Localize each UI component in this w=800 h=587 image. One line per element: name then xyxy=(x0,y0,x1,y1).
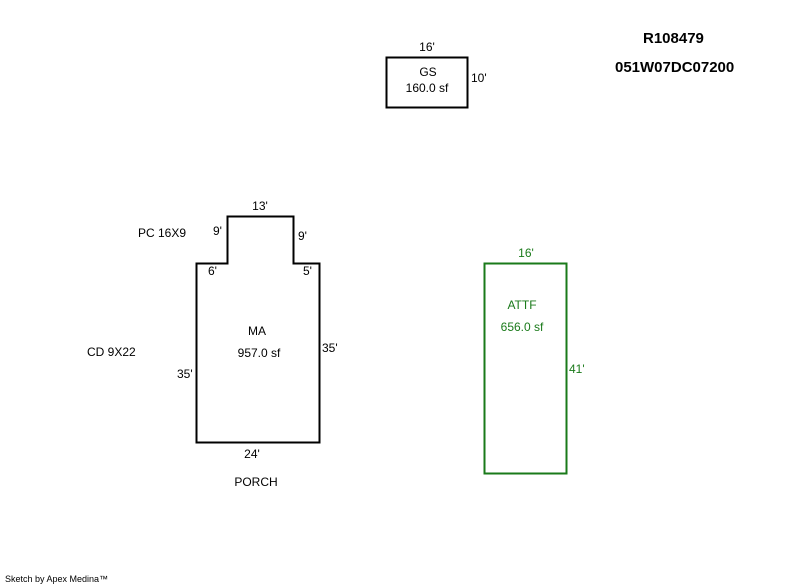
gs-outline[interactable] xyxy=(385,56,469,109)
ma-code: MA xyxy=(248,324,266,338)
gs-dim-top: 16' xyxy=(419,40,435,54)
ma-dim-bottom: 24' xyxy=(244,447,260,461)
attf-dim-top: 16' xyxy=(518,246,534,260)
gs-code: GS xyxy=(419,65,437,79)
ma-dim-upper-right: 9' xyxy=(298,229,307,243)
ma-dim-top: 13' xyxy=(252,199,268,213)
ma-area: 957.0 sf xyxy=(237,346,281,360)
ma-dim-step-left: 6' xyxy=(208,264,217,278)
note-porch: PORCH xyxy=(234,475,278,489)
ma-dim-upper-left: 9' xyxy=(213,224,222,238)
ma-dim-left: 35' xyxy=(177,367,193,381)
parcel-id: R108479 xyxy=(643,30,704,47)
attf-dim-right: 41' xyxy=(569,362,585,376)
ma-outline[interactable] xyxy=(195,215,321,444)
gs-dim-right: 10' xyxy=(471,71,487,85)
gs-area: 160.0 sf xyxy=(405,81,449,95)
footer-credit: Sketch by Apex Medina™ xyxy=(5,574,109,584)
map-number: 051W07DC07200 xyxy=(615,59,735,76)
attf-area: 656.0 sf xyxy=(500,320,544,334)
note-pc: PC 16X9 xyxy=(138,226,187,240)
attf-outline[interactable] xyxy=(483,262,568,475)
ma-dim-right: 35' xyxy=(322,341,338,355)
ma-dim-step-right: 5' xyxy=(303,264,312,278)
attf-code: ATTF xyxy=(507,298,537,312)
note-cd: CD 9X22 xyxy=(87,345,136,359)
